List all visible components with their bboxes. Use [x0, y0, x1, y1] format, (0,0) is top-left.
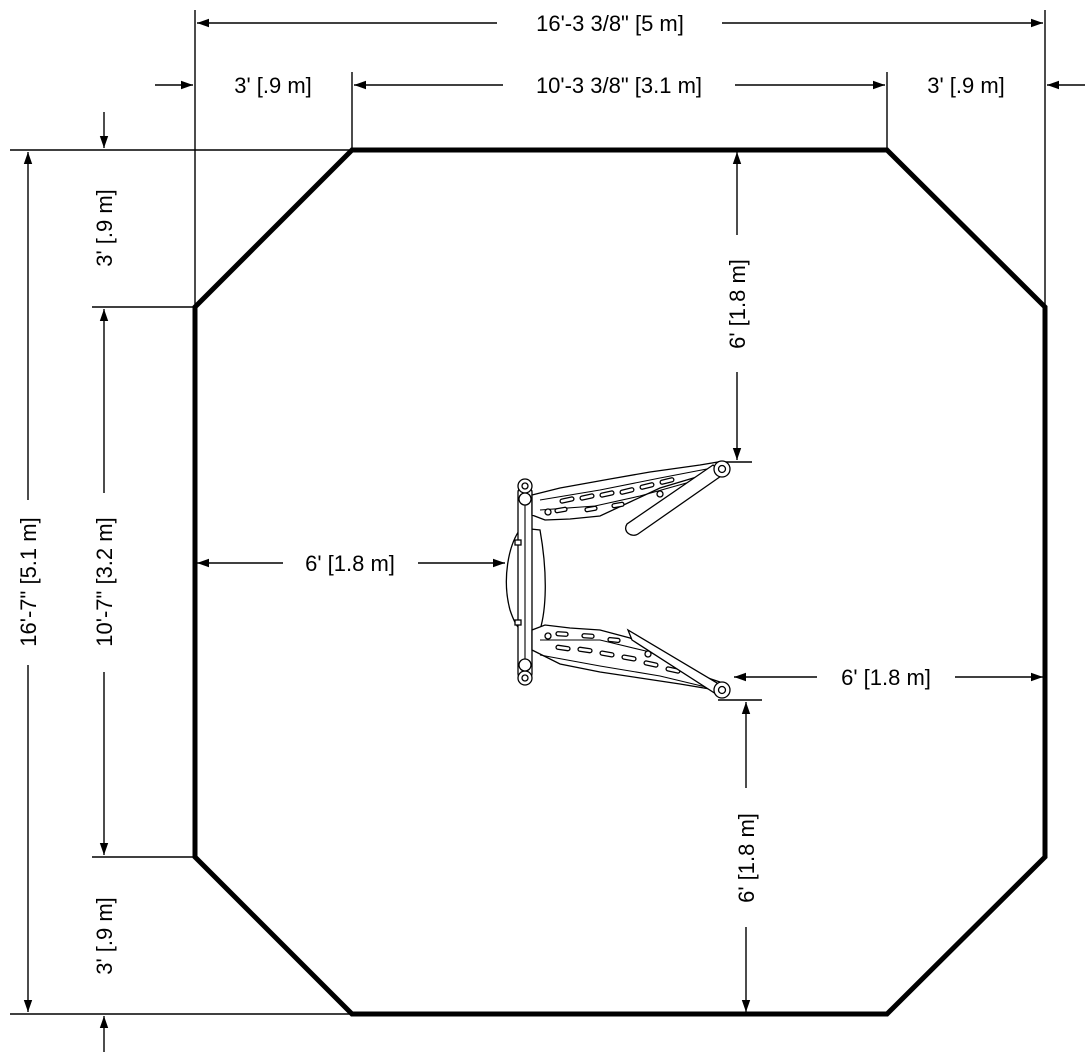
dim-clear-right: 6' [1.8 m] — [734, 665, 1043, 690]
top-left-offset-label: 3' [.9 m] — [234, 73, 312, 98]
dim-clear-left: 6' [1.8 m] — [197, 551, 505, 576]
dim-clear-bottom: 6' [1.8 m] — [734, 702, 759, 1012]
play-equipment — [505, 460, 731, 699]
clear-left-label: 6' [1.8 m] — [305, 551, 395, 576]
clear-bottom-label: 6' [1.8 m] — [734, 813, 759, 903]
overall-height-label: 16'-7" [5.1 m] — [16, 517, 41, 646]
dim-top-left-offset: 3' [.9 m] — [155, 73, 312, 98]
clear-top-label: 6' [1.8 m] — [725, 259, 750, 349]
upper-handle — [625, 464, 726, 536]
dim-left-lower-offset: 3' [.9 m] — [92, 897, 117, 1052]
left-lower-offset-label: 3' [.9 m] — [92, 897, 117, 975]
top-right-offset-label: 3' [.9 m] — [927, 73, 1005, 98]
extension-lines — [10, 10, 1046, 1015]
dim-top-right-offset: 3' [.9 m] — [927, 73, 1085, 98]
left-upper-offset-label: 3' [.9 m] — [92, 189, 117, 267]
frame-post-bottom-2 — [518, 658, 532, 672]
left-flat-height-label: 10'-7" [3.2 m] — [92, 517, 117, 646]
use-zone-octagon — [192, 147, 1048, 1017]
dim-left-flat-height: 10'-7" [3.2 m] — [92, 309, 117, 855]
dim-overall-height: 16'-7" [5.1 m] — [16, 152, 41, 1012]
dim-overall-width: 16'-3 3/8" [5 m] — [197, 11, 1043, 36]
clear-right-label: 6' [1.8 m] — [841, 665, 931, 690]
frame-post-top-2 — [518, 492, 532, 506]
dim-left-upper-offset: 3' [.9 m] — [92, 112, 117, 267]
top-flat-width-label: 10'-3 3/8" [3.1 m] — [536, 73, 702, 98]
dim-clear-top: 6' [1.8 m] — [725, 152, 750, 460]
dim-top-flat-width: 10'-3 3/8" [3.1 m] — [354, 73, 885, 98]
overall-width-label: 16'-3 3/8" [5 m] — [536, 11, 684, 36]
